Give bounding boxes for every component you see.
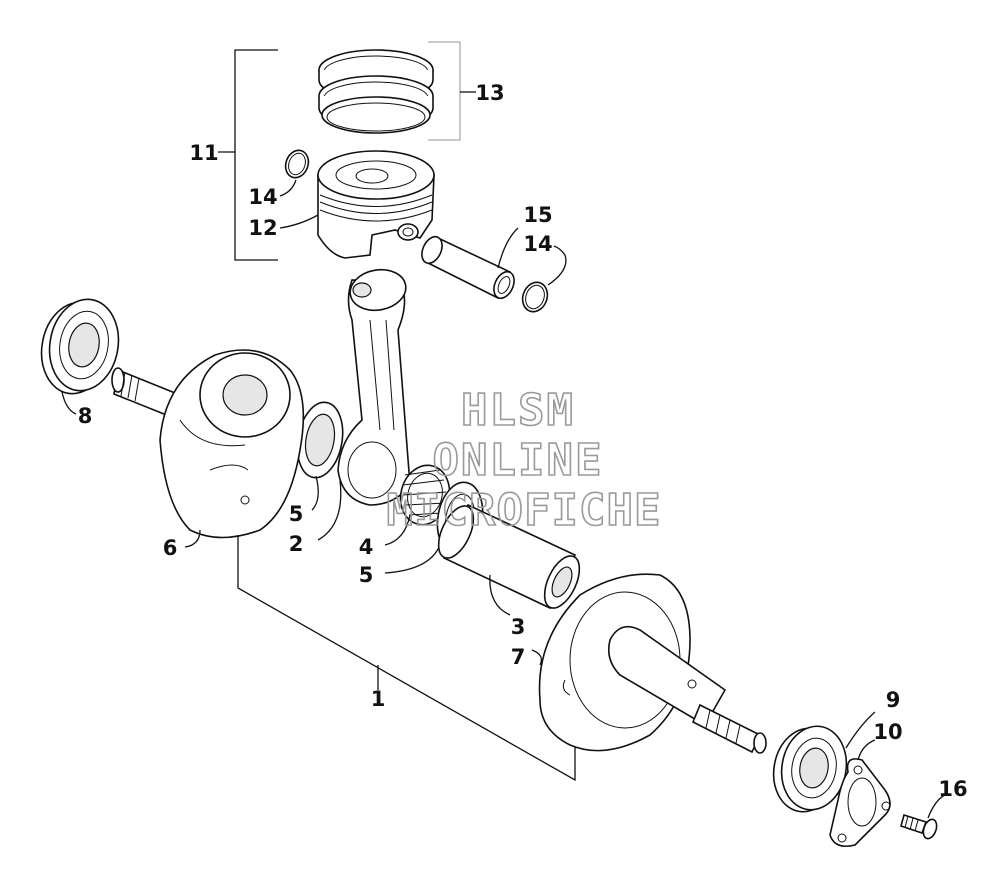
- right-bearing: [772, 725, 848, 813]
- retainer-plate: [829, 758, 891, 848]
- watermark-line-1: HLSM: [461, 385, 575, 436]
- label-5a: 5: [289, 502, 304, 526]
- right-crankshaft: [538, 573, 767, 754]
- label-1: 1: [371, 687, 386, 711]
- label-5b: 5: [359, 563, 374, 587]
- piston-rings: [318, 49, 434, 134]
- label-8: 8: [78, 404, 93, 428]
- bracket-1: [237, 535, 576, 782]
- label-16: 16: [938, 777, 967, 801]
- connecting-rod: [337, 268, 411, 506]
- label-10: 10: [873, 720, 902, 744]
- label-6: 6: [163, 536, 178, 560]
- crank-pin: [437, 503, 581, 610]
- label-14b: 14: [523, 232, 552, 256]
- left-bearing: [40, 298, 120, 395]
- label-15: 15: [523, 203, 552, 227]
- watermark-line-3: MICROFICHE: [387, 485, 662, 536]
- label-9: 9: [886, 688, 901, 712]
- label-11: 11: [189, 141, 218, 165]
- label-4: 4: [359, 535, 374, 559]
- snap-ring-14-lower: [521, 281, 549, 313]
- left-crankshaft: [111, 349, 305, 539]
- label-3: 3: [511, 615, 526, 639]
- snap-ring-14-upper: [284, 149, 310, 179]
- label-2: 2: [289, 532, 304, 556]
- piston: [317, 150, 435, 259]
- label-13: 13: [475, 81, 504, 105]
- watermark-line-2: ONLINE: [433, 435, 604, 486]
- label-12: 12: [248, 216, 277, 240]
- bracket-13: [428, 41, 461, 141]
- bracket-11: [218, 49, 278, 261]
- label-14a: 14: [248, 185, 277, 209]
- piston-pin: [421, 235, 515, 300]
- screw: [900, 813, 938, 840]
- label-7: 7: [511, 645, 526, 669]
